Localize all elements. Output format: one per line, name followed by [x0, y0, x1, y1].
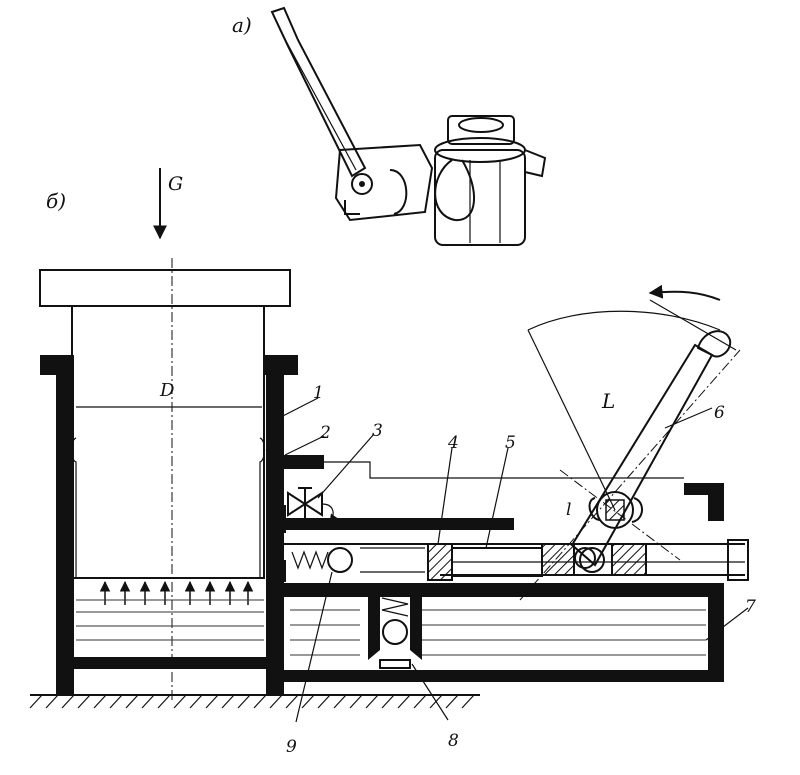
view-a-label: а)	[232, 13, 252, 37]
pump-lever	[519, 330, 741, 601]
perspective-carry-handle	[434, 159, 475, 222]
discharge-check-valve	[291, 547, 425, 573]
jack-section-view: б) G	[29, 168, 756, 757]
perspective-cylinder	[434, 149, 526, 246]
pump-housing	[270, 461, 724, 682]
main-cylinder-walls	[40, 355, 324, 695]
part-label-6: 6	[714, 403, 725, 423]
lever-long-arm-label: L	[601, 389, 615, 413]
lever-swing-arc	[527, 310, 721, 331]
part-label-5: 5	[505, 433, 516, 453]
load-label: G	[168, 173, 183, 195]
lever-swing-radius	[527, 329, 616, 511]
working-fluid-lines	[76, 599, 264, 641]
suction-check-valve	[368, 583, 422, 669]
lever-short-arm-label: l	[566, 500, 571, 520]
part-label-4: 4	[447, 433, 459, 453]
release-valve	[287, 487, 338, 523]
diameter-label: D	[159, 380, 175, 401]
lever-motion-arrow	[648, 284, 721, 301]
ram-piston	[71, 306, 265, 579]
pump-plunger	[427, 539, 749, 581]
part-callouts: 1 2 3 4 5 6 7 8 9	[274, 383, 756, 757]
part-label-8: 8	[448, 731, 459, 751]
part-label-9: 9	[286, 737, 297, 757]
view-b-label: б)	[46, 189, 66, 213]
perspective-pump-body	[334, 143, 434, 222]
part-label-2: 2	[319, 423, 331, 443]
part-label-1: 1	[313, 383, 324, 403]
reservoir-fluid-lines	[290, 609, 706, 656]
pressure-arrows	[99, 580, 254, 605]
part-label-7: 7	[745, 597, 756, 617]
ram-head	[39, 269, 291, 307]
perspective-lever	[270, 6, 367, 178]
part-label-3: 3	[372, 421, 383, 441]
ground-hatching	[29, 694, 475, 709]
jack-perspective-view: а)	[232, 6, 547, 246]
